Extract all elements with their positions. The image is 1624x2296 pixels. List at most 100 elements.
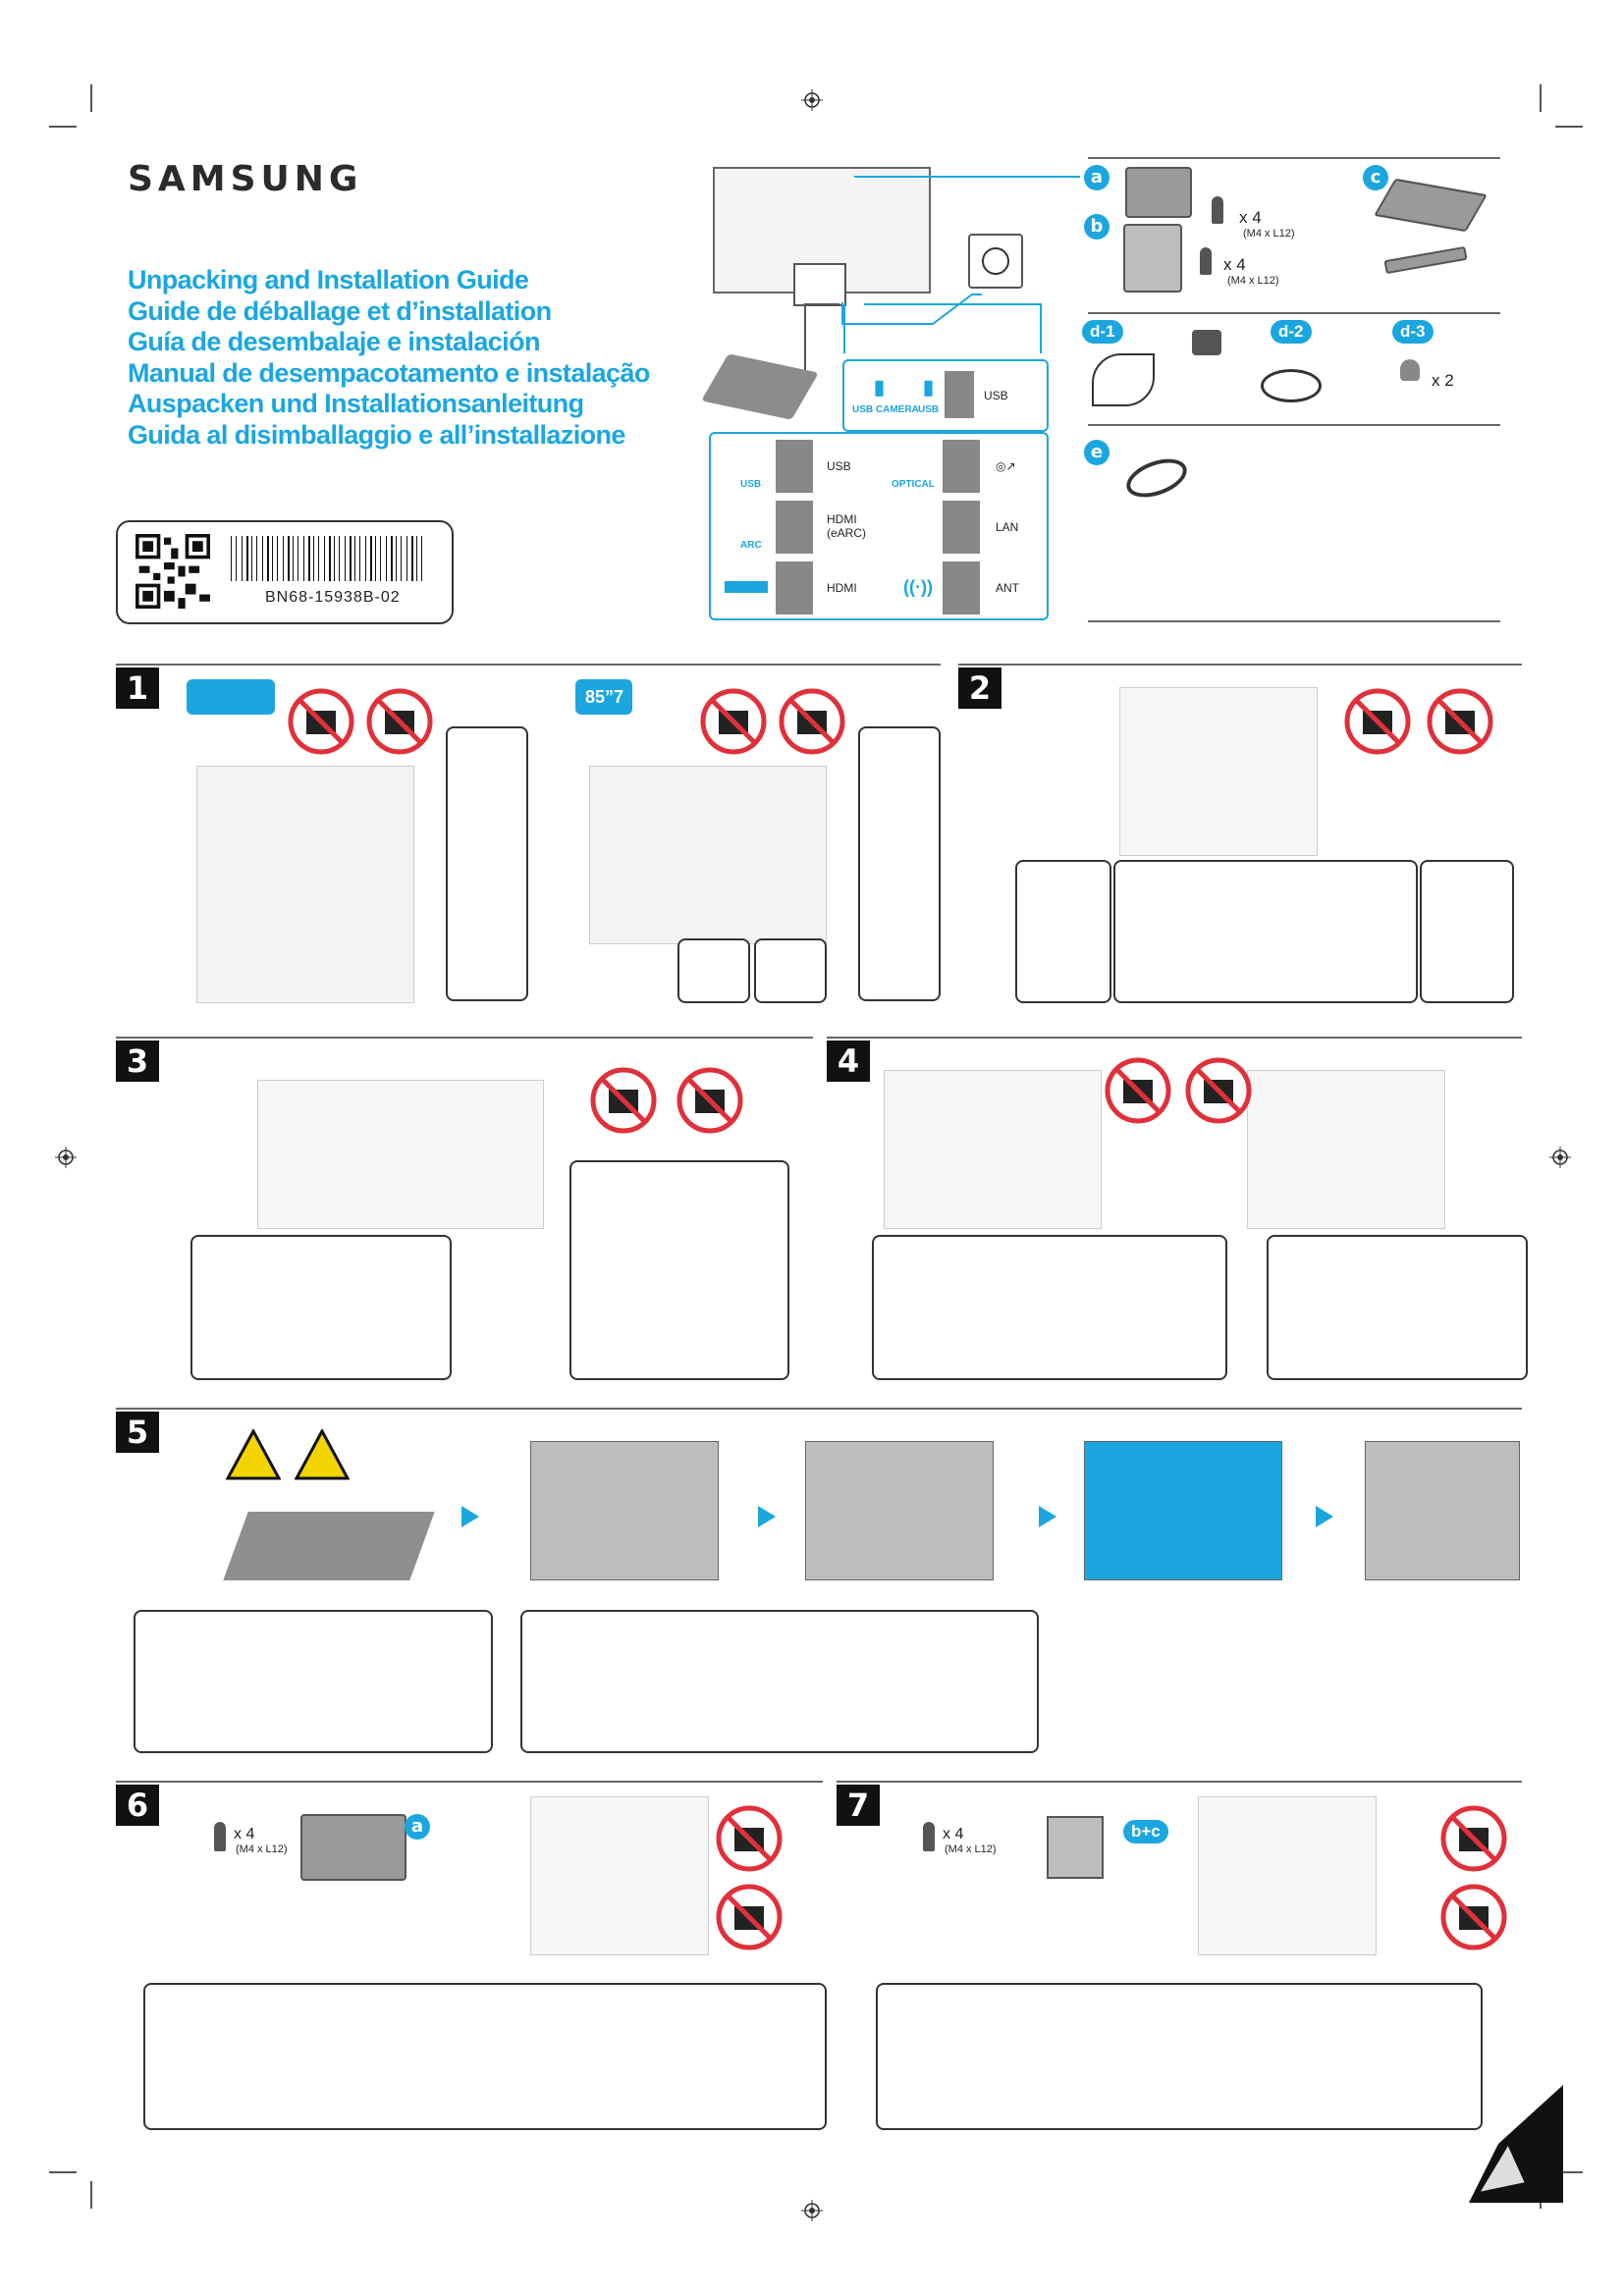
component-badge-d2: d-2	[1271, 320, 1312, 344]
port-hdmi-earc: HDMI	[827, 512, 857, 526]
step2-panel-2	[1113, 860, 1418, 1003]
prohibition-icon	[1440, 1805, 1507, 1872]
part-number: BN68-15938B-02	[265, 589, 401, 606]
size-badge-right	[575, 679, 632, 715]
title-it: Guida al disimballaggio e all’installazi…	[128, 419, 625, 450]
title-de: Auspacken und Installationsanleitung	[128, 389, 584, 418]
title-fr: Guide de déballage et d’installation	[128, 295, 552, 326]
hdmi-device-icon	[725, 581, 768, 593]
step1-parts-panel-left	[446, 726, 528, 1001]
screw-icon	[1200, 247, 1212, 275]
divider	[116, 1037, 813, 1039]
title-en: Unpacking and Installation Guide	[128, 265, 529, 294]
brand-logo: SAMSUNG	[128, 159, 363, 199]
divider	[1088, 157, 1500, 159]
prohibition-icon	[288, 688, 354, 755]
component-a-qty: x 4	[1239, 208, 1262, 227]
ant-port-box	[943, 561, 980, 614]
component-badge-e: e	[1084, 440, 1110, 465]
port-lan: LAN	[996, 520, 1019, 534]
step6-qty: x 4	[234, 1826, 255, 1842]
component-d1-clip	[1192, 330, 1221, 355]
divider	[837, 1781, 1522, 1783]
step3-check-panel	[569, 1160, 789, 1380]
top-ports-panel: USB CAMERA USB USB ▮ ▮	[842, 359, 1049, 432]
prohibition-icon	[716, 1805, 783, 1872]
step4-detail-panel-2	[1267, 1235, 1528, 1380]
step7-part-badge: b+c	[1123, 1820, 1168, 1843]
qr-code-icon	[135, 534, 210, 609]
prohibition-icon	[1105, 1057, 1171, 1124]
guide-titles: Unpacking and Installation Guide Guide d…	[128, 265, 650, 451]
prohibition-icon	[779, 688, 845, 755]
registration-mark-icon	[55, 1147, 77, 1168]
divider	[958, 664, 1522, 666]
divider	[116, 1408, 1522, 1410]
code-box: BN68-15938B-02	[116, 520, 454, 624]
hdmi-port-box	[776, 561, 813, 614]
divider	[1088, 620, 1500, 622]
wall-outlet-icon	[968, 234, 1023, 289]
step6-illustration	[530, 1796, 709, 1955]
component-b-plate	[1123, 224, 1182, 293]
crop-mark	[1540, 84, 1542, 112]
title-es: Guía de desembalaje e instalación	[128, 327, 540, 356]
component-e-cable	[1121, 452, 1192, 505]
component-d2-strap	[1261, 369, 1322, 402]
screw-icon	[1212, 196, 1223, 224]
crop-mark	[49, 126, 77, 128]
prohibition-icon	[700, 688, 767, 755]
step4-detail-panel-1	[872, 1235, 1227, 1380]
arrow-right-icon	[1039, 1506, 1056, 1527]
rear-ports-panel: USB USB OPTICAL ◎↗ ARC HDMI (eARC) LAN H…	[709, 432, 1049, 620]
step7-illustration	[1198, 1796, 1377, 1955]
title-pt: Manual de desempacotamento e instalação	[128, 357, 650, 388]
port-ant: ANT	[996, 581, 1019, 595]
step3-detail-panel	[190, 1235, 452, 1380]
barcode-icon	[231, 536, 422, 581]
prohibition-icon	[677, 1067, 743, 1134]
step5-illustration-2	[530, 1441, 719, 1580]
step-number-6: 6	[116, 1785, 159, 1826]
step1-illustration-right	[589, 766, 827, 944]
warning-heavy-icon	[295, 1429, 350, 1480]
step5-detail-panel-a	[134, 1610, 493, 1753]
step6-detail-panel	[143, 1983, 827, 2130]
prohibition-icon	[1344, 688, 1411, 755]
prohibition-icon	[1427, 688, 1493, 755]
step2-panel-3	[1420, 860, 1514, 1003]
divider	[116, 664, 941, 666]
step6-part-badge: a	[405, 1814, 430, 1840]
step5-illustration-4	[1084, 1441, 1282, 1580]
component-d3-screw	[1400, 359, 1420, 381]
step-number-3: 3	[116, 1041, 159, 1082]
step1-illustration-left	[196, 766, 414, 1003]
component-badge-a: a	[1084, 165, 1110, 190]
component-c-base	[1374, 178, 1488, 233]
port-hdmi: HDMI	[827, 581, 857, 595]
step3-illustration	[257, 1080, 544, 1229]
screw-icon	[214, 1822, 226, 1851]
component-b-qty: x 4	[1223, 255, 1246, 274]
warning-pinch-icon	[226, 1429, 281, 1480]
registration-mark-icon	[801, 2200, 823, 2221]
crop-mark	[1555, 126, 1583, 128]
port-label-usb-camera: USB CAMERA	[852, 404, 919, 415]
crop-mark	[90, 84, 92, 112]
port-label-usb-right: USB	[984, 389, 1008, 402]
usb-icon: ▮	[923, 377, 935, 399]
divider	[116, 1781, 823, 1783]
component-b-spec: (M4 x L12)	[1227, 275, 1279, 287]
port-label-usb: USB	[918, 404, 940, 415]
step4-illustration-left	[884, 1070, 1102, 1229]
usb-port	[945, 371, 974, 418]
component-badge-d1: d-1	[1082, 320, 1123, 344]
component-badge-b: b	[1084, 214, 1110, 240]
step-number-5: 5	[116, 1412, 159, 1453]
step1-parts-panel-right	[858, 726, 941, 1001]
component-d3-qty: x 2	[1432, 371, 1454, 390]
step2-panel-1	[1015, 860, 1111, 1003]
size-badge-left	[187, 679, 275, 715]
optical-port-box	[943, 440, 980, 493]
step5-illustration-5	[1365, 1441, 1520, 1580]
